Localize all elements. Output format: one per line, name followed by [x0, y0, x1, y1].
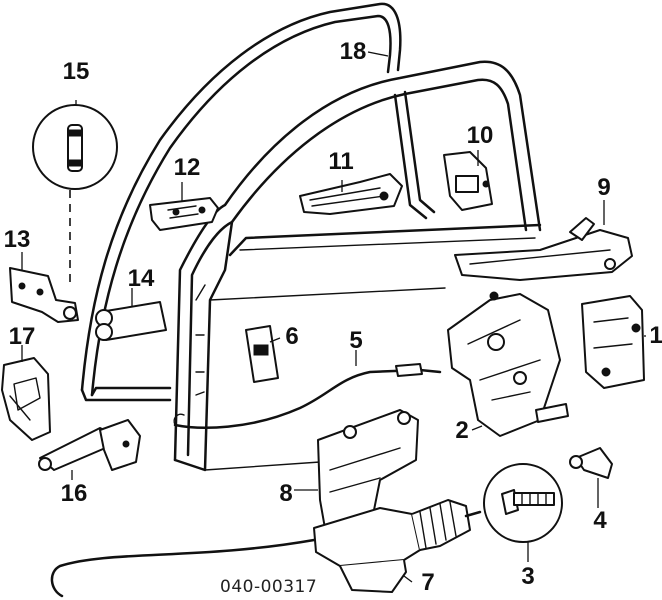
callout-4: 4 [593, 507, 607, 534]
part-4-striker [569, 447, 613, 479]
callout-15: 15 [62, 58, 90, 85]
part-13-hinge [9, 267, 79, 323]
callout-5: 5 [349, 327, 363, 354]
part-2-latch-assembly [447, 291, 569, 437]
part-10-lock-cylinder [443, 151, 493, 211]
part-12-bracket [149, 197, 219, 231]
callout-8: 8 [279, 480, 293, 507]
part-16-door-check [38, 419, 141, 471]
part-9-outside-handle [454, 217, 633, 281]
part-1-latch [581, 295, 645, 389]
catalog-number: 040-00317 [220, 577, 318, 597]
callout-17: 17 [8, 323, 36, 350]
callout-14: 14 [127, 265, 155, 292]
callout-11: 11 [328, 148, 354, 175]
part-3-bolt [483, 463, 563, 543]
part-18-weatherstrip [80, 2, 402, 402]
part-17-stopper [1, 357, 51, 441]
part-15-bulb [32, 104, 118, 285]
leader-lines [21, 51, 646, 583]
callout-2: 2 [455, 417, 469, 444]
part-6-bracket [245, 325, 279, 383]
callout-12: 12 [173, 154, 201, 181]
part-5-rod [173, 363, 442, 429]
callout-18: 18 [339, 38, 367, 65]
callout-10: 10 [466, 122, 494, 149]
callout-3: 3 [521, 563, 535, 590]
part-11-regulator-assembly [299, 173, 403, 215]
part-8-actuator-bracket [317, 409, 419, 535]
part-14-hinge-pin [95, 301, 167, 341]
part-7-actuator [50, 499, 482, 598]
callout-1: 1 [649, 322, 662, 349]
callout-9: 9 [597, 174, 611, 201]
callout-6: 6 [285, 323, 299, 350]
callout-16: 16 [60, 480, 88, 507]
callout-7: 7 [421, 569, 435, 596]
callout-13: 13 [3, 226, 31, 253]
